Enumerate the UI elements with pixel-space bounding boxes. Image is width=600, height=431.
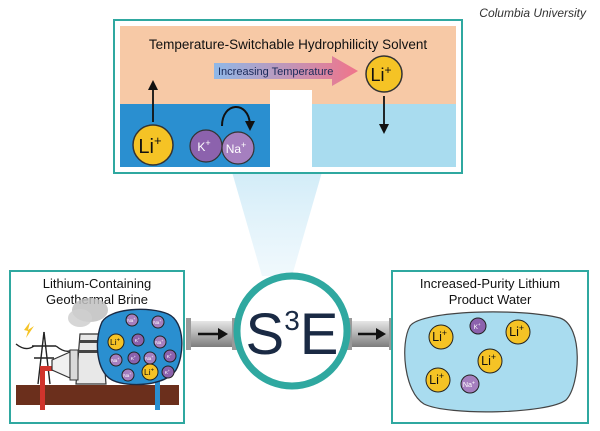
product-li-ion: Li+ — [425, 367, 451, 393]
separator-gap — [270, 90, 312, 167]
brine-k-ion: K+ — [161, 365, 175, 379]
brine-k-ion: K+ — [163, 349, 177, 363]
product-ions: Li+ K+ Li+ Li+ Li+ Na+ — [425, 317, 531, 394]
light-cone — [232, 172, 322, 276]
svg-text:K+: K+ — [165, 369, 170, 376]
top-panel: Temperature-Switchable Hydrophilicity So… — [113, 19, 463, 174]
brine-li-ion: Li+ — [141, 363, 159, 381]
curved-arrow-icon — [221, 106, 251, 127]
lightning-icon — [24, 322, 34, 338]
brine-na-ion: Na+ — [121, 368, 135, 382]
svg-text:Li+: Li+ — [429, 371, 444, 387]
svg-text:K+: K+ — [135, 337, 140, 344]
brine-na-ion: Na+ — [109, 353, 123, 367]
svg-text:Na+: Na+ — [463, 380, 475, 389]
product-k-ion: K+ — [469, 317, 487, 335]
brine-na-ion: Na+ — [153, 335, 167, 349]
svg-text:Li+: Li+ — [110, 337, 121, 347]
brine-na-ion: Na+ — [151, 315, 165, 329]
hot-pipe — [40, 368, 45, 410]
svg-text:Li+: Li+ — [509, 323, 524, 339]
product-title-line1: Increased-Purity Lithium — [420, 276, 560, 291]
cold-pipe — [155, 378, 160, 410]
svg-text:K+: K+ — [167, 353, 172, 360]
brine-ions: Na+ Na+ Li+ K+ Na+ Na+ K+ Na+ K+ Li+ Na+ K+ — [107, 313, 177, 382]
product-li-ion: Li+ — [505, 319, 531, 345]
svg-text:Li+: Li+ — [138, 133, 161, 158]
ground — [16, 385, 179, 405]
product-na-ion: Na+ — [460, 374, 480, 394]
s3e-process-circle: S3E — [233, 272, 351, 390]
brine-li-ion: Li+ — [107, 333, 125, 351]
temperature-label: Increasing Temperature — [218, 66, 333, 78]
product-title-line2: Product Water — [449, 292, 532, 307]
credit-text: Columbia University — [479, 6, 586, 20]
svg-text:Na+: Na+ — [111, 357, 119, 364]
svg-text:K+: K+ — [131, 355, 136, 362]
increasing-temperature-arrow: Increasing Temperature — [214, 56, 358, 86]
brine-na-ion: Na+ — [143, 351, 157, 365]
svg-text:Na+: Na+ — [123, 372, 131, 379]
pipe-right — [346, 318, 394, 350]
solvent-title: Temperature-Switchable Hydrophilicity So… — [149, 37, 428, 52]
sodium-ion: Na+ — [221, 131, 255, 165]
brine-na-ion: Na+ — [125, 313, 139, 327]
svg-text:Li+: Li+ — [370, 63, 391, 85]
product-li-ion: Li+ — [428, 324, 454, 350]
brine-k-ion: K+ — [131, 333, 145, 347]
flow-arrow-icon — [376, 328, 386, 340]
brine-title-line1: Lithium-Containing — [43, 276, 151, 291]
svg-text:Li+: Li+ — [144, 367, 155, 377]
svg-text:K+: K+ — [474, 322, 481, 331]
svg-text:Na+: Na+ — [153, 319, 161, 326]
potassium-ion: K+ — [189, 129, 223, 163]
svg-text:Na+: Na+ — [155, 339, 163, 346]
svg-text:Li+: Li+ — [481, 352, 496, 368]
right-panel: Increased-Purity Lithium Product Water L… — [391, 270, 589, 424]
lithium-ion-left: Li+ — [132, 124, 174, 166]
svg-text:Na+: Na+ — [226, 140, 247, 156]
svg-text:Na+: Na+ — [127, 317, 135, 324]
svg-text:Li+: Li+ — [432, 328, 447, 344]
s3e-label: S3E — [246, 302, 339, 367]
left-panel: Lithium-Containing Geothermal Brine — [9, 270, 185, 424]
product-li-ion: Li+ — [477, 348, 503, 374]
pipe-left — [186, 318, 238, 350]
flow-arrow-icon — [218, 328, 228, 340]
svg-text:Na+: Na+ — [145, 355, 153, 362]
svg-text:K+: K+ — [197, 138, 210, 154]
brine-k-ion: K+ — [127, 351, 141, 365]
lithium-ion-right: Li+ — [365, 55, 403, 93]
